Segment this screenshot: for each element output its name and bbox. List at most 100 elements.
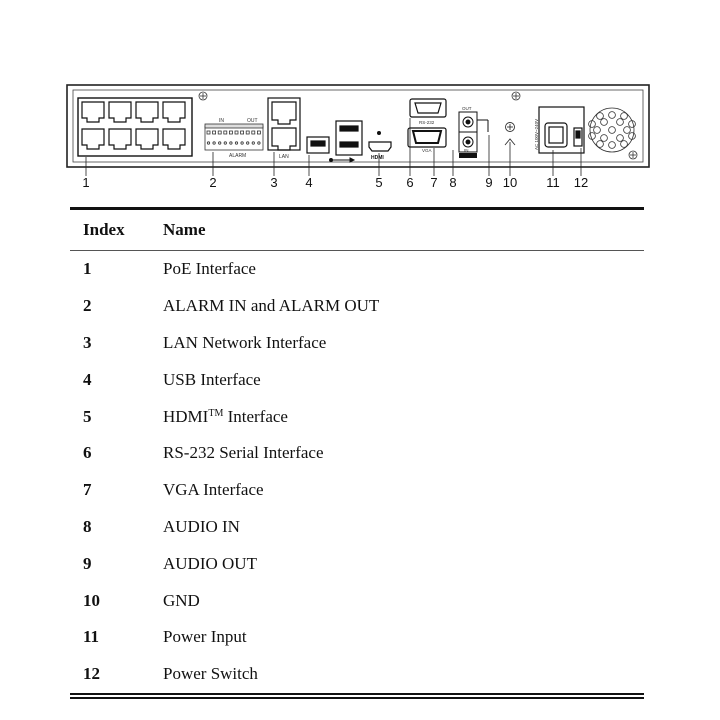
power-rating-label: AC 100V~240V (534, 119, 539, 150)
table-row: 11 Power Input (70, 619, 644, 656)
alarm-pin (234, 130, 239, 135)
row-name-main: HDMI (163, 406, 209, 426)
poe-port (81, 101, 105, 123)
audio-marker (459, 153, 477, 158)
row-index: 4 (83, 369, 92, 389)
fan-hole (608, 111, 616, 119)
callout-1: 1 (82, 175, 90, 190)
row-name: AUDIO OUT (163, 553, 257, 573)
alarm-pin (228, 130, 233, 135)
hdmi-label: HDMI (371, 155, 384, 161)
callout-9: 9 (485, 175, 493, 190)
usb-icon (329, 157, 356, 163)
row-name: USB Interface (163, 369, 261, 389)
row-name: RS-232 Serial Interface (163, 443, 324, 463)
hdmi-port (368, 141, 392, 152)
trademark-sup: TM (208, 407, 224, 419)
usb-ports (306, 120, 363, 156)
alarm-screw (218, 141, 222, 145)
audio-out-label: OUT (462, 106, 472, 111)
fan-hole (608, 126, 616, 134)
row-index: 6 (83, 443, 92, 463)
callout-8: 8 (449, 175, 457, 190)
fan-vent (588, 107, 636, 153)
gnd-terminal (504, 122, 516, 146)
fan-hole (593, 126, 601, 134)
row-name: Power Input (163, 627, 247, 647)
table-row: 6 RS-232 Serial Interface (70, 435, 644, 472)
lan-ports (267, 97, 301, 151)
table-bottom-rule (70, 692, 644, 699)
alarm-label: ALARM (229, 153, 246, 159)
row-name: Power Switch (163, 664, 258, 684)
alarm-screw (212, 141, 216, 145)
table-row: 9 AUDIO OUT (70, 545, 644, 582)
power-section (538, 106, 585, 154)
row-index: 7 (83, 480, 92, 500)
table-row: 8 AUDIO IN (70, 509, 644, 546)
header-name: Name (163, 220, 206, 239)
fan-ring (589, 107, 635, 153)
fan-hole (600, 134, 608, 142)
fan-hole (620, 112, 628, 120)
row-name: PoE Interface (163, 259, 256, 279)
alarm-pin (212, 130, 217, 135)
alarm-screw (251, 141, 255, 145)
callout-4: 4 (305, 175, 313, 190)
alarm-pin (256, 130, 261, 135)
fan-hole (623, 126, 631, 134)
table-row: 4 USB Interface (70, 361, 644, 398)
fan-hole (620, 140, 628, 148)
alarm-pin (217, 130, 222, 135)
row-index: 9 (83, 553, 92, 573)
fan-hole (596, 140, 604, 148)
table-body: 1 PoE Interface 2 ALARM IN and ALARM OUT 3… (70, 251, 644, 693)
row-name: AUDIO IN (163, 516, 240, 536)
callout-leaders (85, 118, 582, 176)
vga-port (407, 127, 447, 148)
callout-12: 12 (573, 175, 589, 190)
chassis-inner-outline (72, 89, 644, 163)
fan-hole (616, 118, 624, 126)
table-row: 2 ALARM IN and ALARM OUT (70, 288, 644, 325)
table-top-rule (70, 207, 644, 210)
fan-hole (596, 112, 604, 120)
row-index: 11 (83, 627, 100, 647)
row-index: 12 (83, 664, 100, 684)
alarm-screw (223, 141, 227, 145)
poe-port (81, 128, 105, 150)
row-name: ALARM IN and ALARM OUT (163, 296, 380, 316)
audio-jacks (458, 111, 489, 153)
row-index: 10 (83, 590, 100, 610)
callout-11: 11 (546, 175, 560, 190)
alarm-screw (229, 141, 233, 145)
alarm-pin (251, 130, 256, 135)
callout-10: 10 (502, 175, 518, 190)
row-index: 2 (83, 296, 92, 316)
poe-ports (77, 97, 193, 157)
lan-label: LAN (279, 154, 289, 160)
alarm-screw (206, 141, 211, 145)
callout-3: 3 (270, 175, 278, 190)
fan-hole (628, 120, 636, 128)
row-index: 8 (83, 516, 92, 536)
fan-hole (628, 132, 636, 140)
row-index: 5 (83, 406, 92, 426)
fan-hole (608, 141, 616, 149)
rs232-port (409, 98, 447, 118)
fan-hole (616, 134, 624, 142)
poe-port (162, 101, 186, 123)
fan-hole (588, 132, 596, 140)
callout-7: 7 (430, 175, 438, 190)
alarm-pin (245, 130, 250, 135)
row-index: 1 (83, 259, 92, 279)
alarm-screw (257, 141, 261, 145)
poe-port (162, 128, 186, 150)
row-name-suffix: Interface (223, 406, 288, 426)
audio-in-label: IN (464, 148, 469, 153)
screw-icon (198, 91, 638, 160)
table-row: 1 PoE Interface (70, 251, 644, 288)
